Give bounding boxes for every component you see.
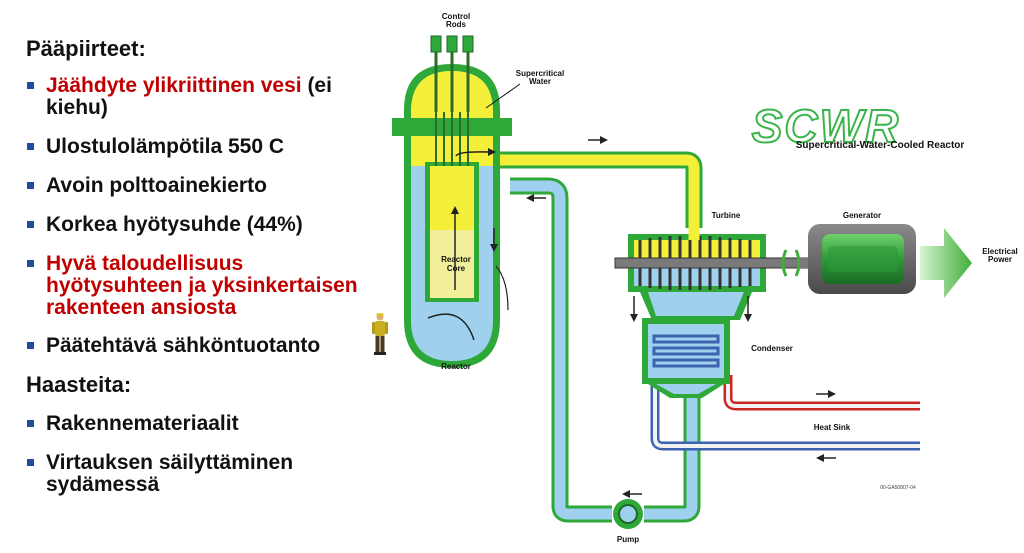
label-control-rods-1: Control — [442, 12, 470, 21]
label-figure-code: 00-GA50807-04 — [880, 485, 916, 491]
feature-outlet-temp: Ulostulolämpötila 550 C — [46, 135, 285, 158]
bullet-marker — [27, 221, 34, 228]
challenge-flow-2: sydämessä — [46, 473, 160, 496]
label-control-rods-2: Rods — [446, 20, 467, 29]
label-reactor: Reactor — [441, 362, 471, 371]
bullet-marker — [27, 82, 34, 89]
label-condenser: Condenser — [751, 344, 793, 353]
label-heat-sink: Heat Sink — [814, 423, 851, 432]
heat-sink-pipes — [650, 340, 920, 451]
scwr-logo: SCWR — [752, 100, 901, 152]
feature-coolant-suffix: (ei — [301, 74, 332, 97]
bullet-marker — [27, 459, 34, 466]
label-electrical-power-2: Power — [988, 255, 1012, 264]
electrical-power-arrow — [920, 228, 972, 298]
heading-features: Pääpiirteet: — [26, 36, 146, 61]
label-electrical-power-1: Electrical — [982, 247, 1018, 256]
feature-coolant-line2: kiehu) — [46, 96, 108, 119]
bullet-marker — [27, 260, 34, 267]
feature-economy-1: Hyvä taloudellisuus — [46, 252, 244, 275]
bullet-marker — [27, 182, 34, 189]
hot-water-pipe — [494, 151, 703, 228]
heading-challenges: Haasteita: — [26, 372, 132, 397]
feature-economy-3: rakenteen ansiosta — [46, 296, 237, 319]
condenser — [630, 296, 752, 398]
label-generator: Generator — [843, 211, 881, 220]
label-reactor-core-2: Core — [447, 264, 466, 273]
pump — [613, 499, 643, 529]
label-leader-line — [485, 83, 521, 109]
label-supercritical-1: Supercritical — [516, 69, 564, 78]
bullet-marker — [27, 420, 34, 427]
reactor-vessel — [392, 35, 512, 368]
feature-efficiency: Korkea hyötysuhde (44%) — [46, 213, 303, 236]
feature-coolant-highlight: Jäähdyte ylikriittinen vesi — [46, 74, 302, 97]
turbine — [614, 228, 836, 320]
feature-fuel-cycle: Avoin polttoainekierto — [46, 174, 267, 197]
bullet-marker — [27, 143, 34, 150]
return-pipe — [510, 177, 701, 523]
label-turbine: Turbine — [712, 211, 741, 220]
feature-main-task: Päätehtävä sähköntuotanto — [46, 334, 321, 357]
challenge-flow-1: Virtauksen säilyttäminen — [46, 451, 294, 474]
label-pump: Pump — [617, 535, 639, 544]
feature-coolant: Jäähdyte ylikriittinen vesi (ei — [46, 75, 332, 97]
challenge-materials: Rakennemateriaalit — [46, 412, 239, 435]
label-reactor-core-1: Reactor — [441, 255, 471, 264]
flow-arrows — [495, 136, 836, 498]
feature-economy-2: hyötysuhteen ja yksinkertaisen — [46, 274, 358, 297]
generator — [800, 224, 916, 294]
bullet-marker — [27, 342, 34, 349]
label-supercritical-2: Water — [529, 77, 551, 86]
scwr-logo-subtitle: Supercritical-Water-Cooled Reactor — [796, 140, 965, 151]
worker-icon — [372, 313, 388, 355]
